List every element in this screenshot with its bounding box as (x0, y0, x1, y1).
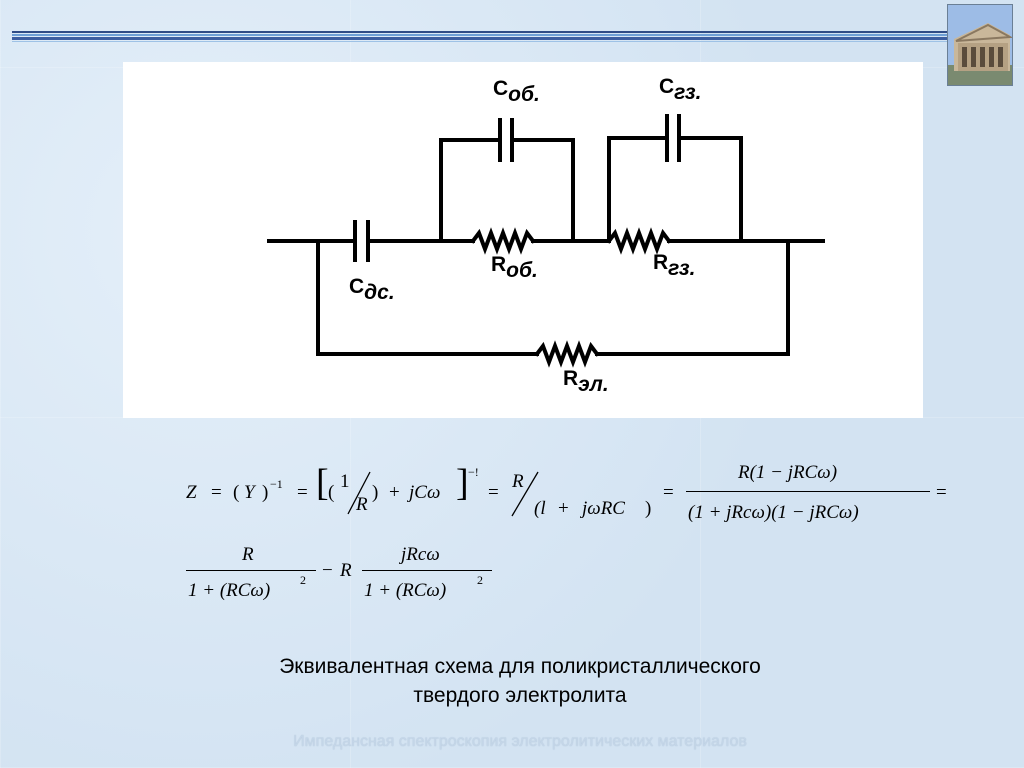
label-r-el: Rэл. (563, 367, 609, 396)
label-r-ob: Rоб. (491, 253, 538, 282)
fraction-bar (686, 491, 930, 492)
label-c-ob: Cоб. (493, 77, 540, 106)
header-rule (12, 31, 947, 43)
footer-title: Импедансная спектроскопия электролитичес… (293, 733, 747, 750)
caption-line-2: твердого электролита (413, 684, 627, 707)
circuit-diagram-panel: Cоб. Cгз. Cдс. Rоб. Rгз. Rэл. (123, 62, 923, 418)
fraction-slash (347, 471, 371, 515)
slide-caption: Эквивалентная схема для поликристалличес… (180, 652, 860, 710)
label-r-gz: Rгз. (653, 251, 696, 280)
fraction-bar (186, 570, 316, 571)
building-logo-image (947, 4, 1013, 86)
caption-line-1: Эквивалентная схема для поликристалличес… (279, 655, 761, 678)
label-c-ds: Cдс. (349, 275, 395, 304)
circuit-diagram (267, 114, 825, 368)
fraction-slash (511, 471, 539, 517)
fraction-bar (362, 570, 492, 571)
label-c-gz: Cгз. (659, 75, 702, 104)
